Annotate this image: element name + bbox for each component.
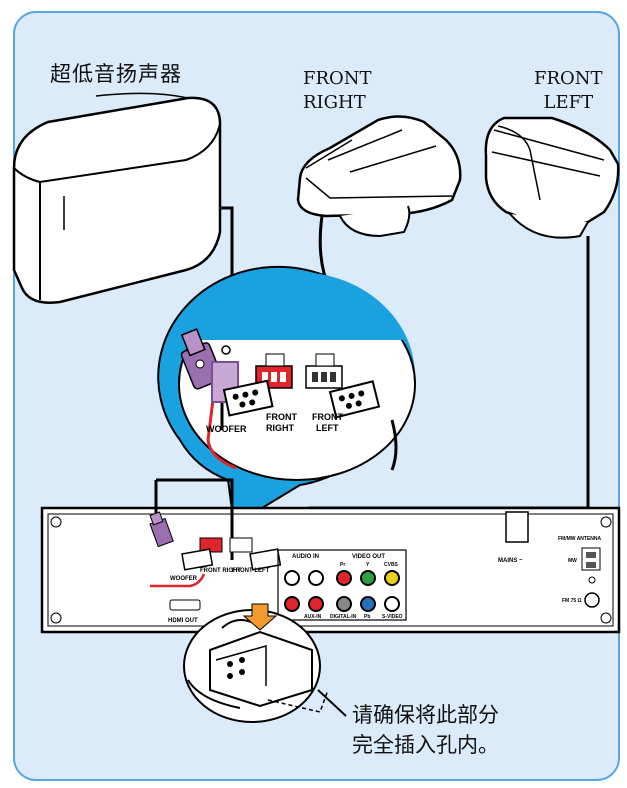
panel-audio-in-label: AUDIO IN	[292, 554, 319, 560]
zoom-label-fr-2: RIGHT	[266, 423, 295, 433]
front-left-label-line-2: LEFT	[534, 91, 603, 115]
panel-cvbs-label: CVBS	[384, 562, 399, 568]
panel-pr-label: Pr	[340, 562, 345, 568]
insertion-note-line-1: 请确保将此部分	[352, 700, 499, 730]
subwoofer-label: 超低音扬声器	[50, 58, 182, 88]
front-left-label: FRONT LEFT	[534, 67, 603, 115]
panel-aux-in-label: AUX-IN	[304, 614, 322, 620]
panel-pb-label: Pb	[364, 614, 370, 620]
panel-front-left-label: FRONT LEFT	[232, 568, 270, 574]
panel-antenna-label: FM/MW ANTENNA	[558, 536, 602, 542]
front-left-label-line-1: FRONT	[534, 67, 603, 91]
zoom-label-fl-1: FRONT	[312, 412, 343, 422]
zoom-label-woofer: WOOFER	[206, 424, 247, 434]
panel-fm-label: FM 75 Ω	[562, 598, 582, 604]
insertion-note: 请确保将此部分 完全插入孔内。	[352, 700, 499, 760]
panel-mains-label: MAINS ~	[498, 558, 523, 564]
front-right-label-line-1: FRONT	[303, 67, 372, 91]
panel-mw-label: MW	[568, 558, 577, 564]
panel-svideo-label: S-VIDEO	[382, 614, 403, 620]
zoom-label-fl-2: LEFT	[316, 423, 339, 433]
panel-video-out-label: VIDEO OUT	[352, 554, 385, 560]
panel-woofer-label: WOOFER	[170, 576, 198, 582]
insertion-note-line-2: 完全插入孔内。	[352, 730, 499, 760]
front-right-label-line-2: RIGHT	[303, 91, 372, 115]
front-right-label: FRONT RIGHT	[303, 67, 372, 115]
zoom-label-fr-1: FRONT	[266, 412, 297, 422]
panel-hdmi-label: HDMI OUT	[168, 618, 198, 624]
panel-digital-in-label: DIGITAL-IN	[330, 614, 357, 620]
